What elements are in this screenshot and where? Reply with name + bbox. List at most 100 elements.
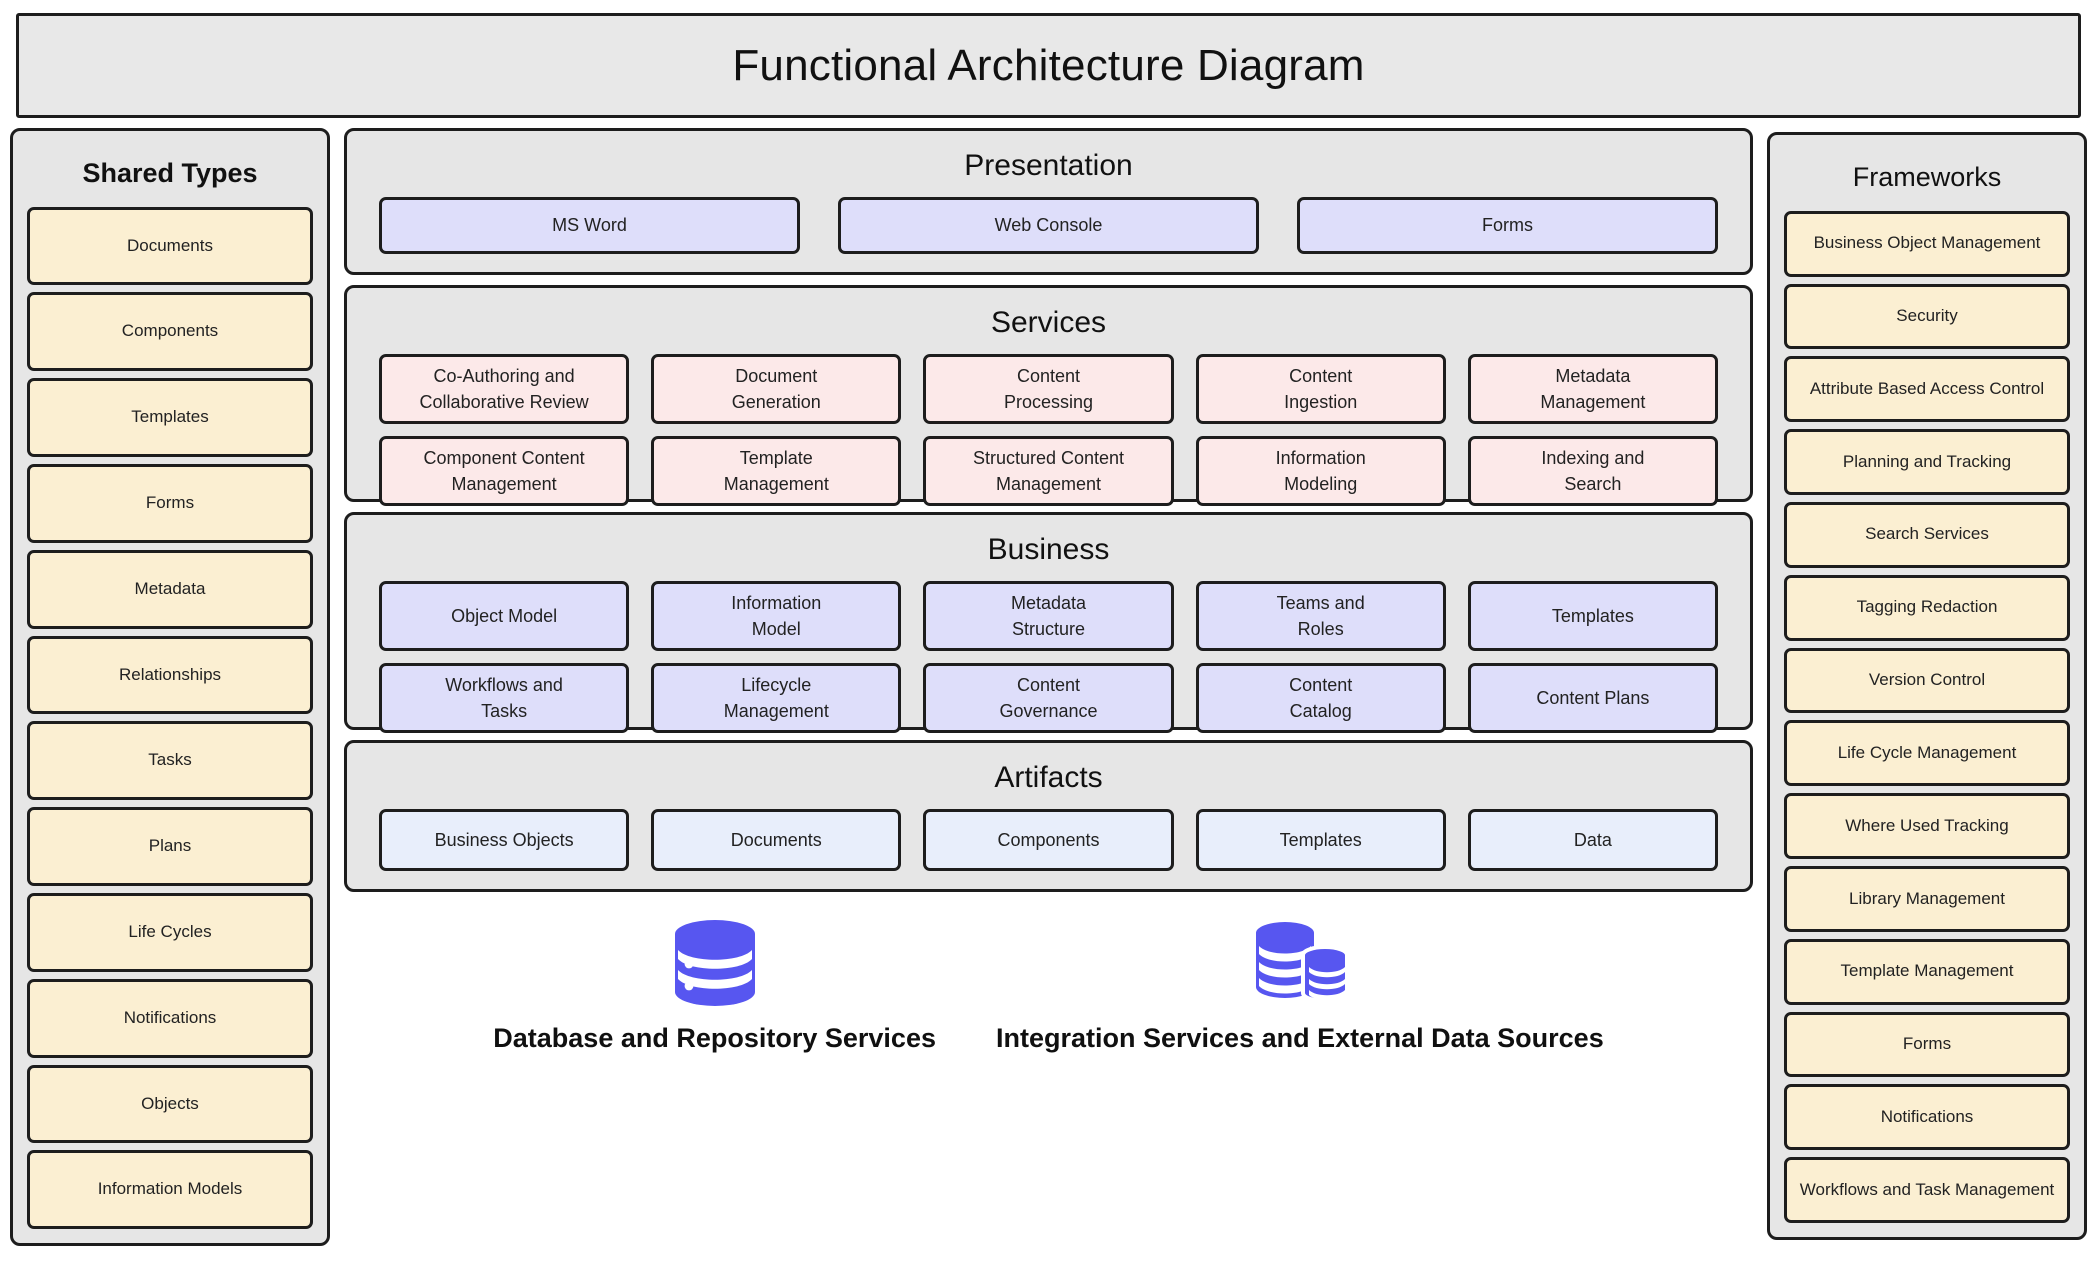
presentation-node[interactable]: MS Word [379, 197, 800, 254]
business-node[interactable]: Content Plans [1467, 663, 1718, 734]
shared-type-item[interactable]: Forms [27, 464, 313, 543]
framework-item[interactable]: Version Control [1784, 647, 2070, 714]
presentation-node[interactable]: Web Console [838, 197, 1259, 254]
artifacts-layer-title: Artifacts [994, 761, 1103, 794]
services-node[interactable]: Indexing and Search [1467, 436, 1718, 507]
framework-item[interactable]: Template Management [1784, 938, 2070, 1005]
framework-item[interactable]: Business Object Management [1784, 210, 2070, 277]
node-label-line2: Search [1564, 474, 1622, 495]
services-node[interactable]: Structured Content Management [923, 436, 1174, 507]
node-label-line2: Ingestion [1284, 392, 1358, 413]
artifacts-node[interactable]: Data [1467, 809, 1718, 871]
business-layer-title: Business [987, 533, 1110, 566]
artifacts-node[interactable]: Business Objects [379, 809, 630, 871]
services-node[interactable]: Document Generation [651, 354, 902, 425]
business-node[interactable]: Lifecycle Management [651, 663, 902, 734]
services-node[interactable]: Content Ingestion [1195, 354, 1446, 425]
shared-type-item[interactable]: Notifications [27, 978, 313, 1058]
artifacts-layer: Artifacts Business Objects Documents Com… [344, 740, 1753, 892]
frameworks-panel: Frameworks Business Object Management Se… [1767, 132, 2087, 1240]
node-label-line1: Data [1573, 829, 1612, 850]
node-label-line1: Component Content [423, 448, 585, 469]
framework-item[interactable]: Library Management [1784, 866, 2070, 932]
node-label-line1: Lifecycle [741, 675, 812, 696]
diagram-title-banner: Functional Architecture Diagram [16, 13, 2081, 118]
shared-types-list: Documents Components Templates Forms Met… [27, 206, 313, 1230]
shared-type-item[interactable]: Life Cycles [27, 892, 313, 972]
artifacts-node-grid: Business Objects Documents Components Te… [379, 809, 1718, 871]
shared-type-item[interactable]: Relationships [27, 635, 313, 715]
frameworks-heading: Frameworks [1852, 162, 2002, 192]
business-node[interactable]: Workflows and Tasks [379, 663, 630, 734]
shared-type-item[interactable]: Plans [27, 807, 313, 886]
framework-item[interactable]: Forms [1784, 1011, 2070, 1078]
business-node[interactable]: Teams and Roles [1195, 581, 1446, 652]
node-label-line2: Structure [1011, 619, 1085, 640]
node-label-line1: Components [997, 829, 1100, 850]
services-node[interactable]: Information Modeling [1195, 436, 1446, 507]
shared-type-item[interactable]: Tasks [27, 721, 313, 801]
shared-type-item[interactable]: Metadata [27, 549, 313, 629]
multi-database-icon [1250, 918, 1350, 1013]
framework-item[interactable]: Tagging Redaction [1784, 574, 2070, 641]
services-node[interactable]: Co-Authoring and Collaborative Review [379, 354, 630, 425]
database-services-item: Database and Repository Services [493, 918, 936, 1054]
database-services-label: Database and Repository Services [493, 1023, 936, 1053]
services-node[interactable]: Metadata Management [1467, 354, 1718, 425]
node-label-line1: Metadata [1555, 366, 1631, 386]
framework-item[interactable]: Workflows and Task Management [1784, 1157, 2070, 1224]
node-label-line2: Management [451, 474, 557, 495]
node-label-line1: Structured Content [972, 448, 1125, 469]
services-layer-title: Services [990, 306, 1107, 339]
framework-item[interactable]: Notifications [1784, 1084, 2070, 1151]
shared-type-item[interactable]: Templates [27, 378, 313, 458]
integration-services-label: Integration Services and External Data S… [995, 1023, 1604, 1053]
framework-item[interactable]: Where Used Tracking [1784, 793, 2070, 859]
services-node[interactable]: Content Processing [923, 354, 1174, 425]
node-label-line2: Management [1540, 392, 1646, 413]
node-label-line2: Tasks [481, 701, 528, 722]
business-node[interactable]: Content Catalog [1195, 663, 1446, 734]
node-label-line2: Modeling [1284, 474, 1358, 495]
node-label-line1: Teams and [1276, 593, 1365, 613]
framework-item[interactable]: Security [1784, 283, 2070, 350]
node-label-line2: Model [751, 619, 801, 640]
node-label-line1: Document [735, 366, 818, 386]
shared-types-panel: Shared Types Documents Components Templa… [10, 128, 330, 1246]
node-label-line1: Templates [1279, 829, 1362, 850]
shared-type-item[interactable]: Components [27, 292, 313, 372]
layers-column: Presentation MS Word Web Console Forms S… [344, 128, 1753, 1261]
services-node[interactable]: Template Management [651, 436, 902, 507]
database-icon [667, 918, 763, 1013]
framework-item[interactable]: Life Cycle Management [1784, 720, 2070, 787]
business-node[interactable]: Metadata Structure [923, 581, 1174, 652]
node-label-line1: Workflows and [445, 675, 563, 696]
node-label-line1: Co-Authoring and [433, 366, 575, 386]
presentation-node[interactable]: Forms [1297, 197, 1718, 254]
node-label-line1: Web Console [994, 215, 1103, 236]
business-node[interactable]: Information Model [651, 581, 902, 652]
node-label-line1: Content [1289, 366, 1353, 386]
business-node[interactable]: Templates [1467, 581, 1718, 652]
framework-item[interactable]: Attribute Based Access Control [1784, 356, 2070, 423]
node-label-line1: Content [1016, 675, 1081, 696]
shared-type-item[interactable]: Information Models [27, 1150, 313, 1230]
business-node[interactable]: Content Governance [923, 663, 1174, 734]
artifacts-node[interactable]: Documents [651, 809, 902, 871]
artifacts-node[interactable]: Templates [1195, 809, 1446, 871]
node-label-line2: Management [723, 701, 829, 722]
infrastructure-row: Database and Repository Services [344, 902, 1753, 1261]
node-label-line1: Metadata [1010, 593, 1087, 613]
node-label-line2: Catalog [1289, 701, 1352, 722]
artifacts-node[interactable]: Components [923, 809, 1174, 871]
business-node[interactable]: Object Model [379, 581, 630, 652]
services-node[interactable]: Component Content Management [379, 436, 630, 507]
shared-type-item[interactable]: Objects [27, 1064, 313, 1144]
framework-item[interactable]: Planning and Tracking [1784, 429, 2070, 495]
shared-type-item[interactable]: Documents [27, 206, 313, 286]
frameworks-list: Business Object Management Security Attr… [1784, 210, 2070, 1224]
node-label-line1: Object Model [451, 606, 558, 627]
framework-item[interactable]: Search Services [1784, 501, 2070, 568]
node-label-line2: Governance [999, 701, 1098, 722]
